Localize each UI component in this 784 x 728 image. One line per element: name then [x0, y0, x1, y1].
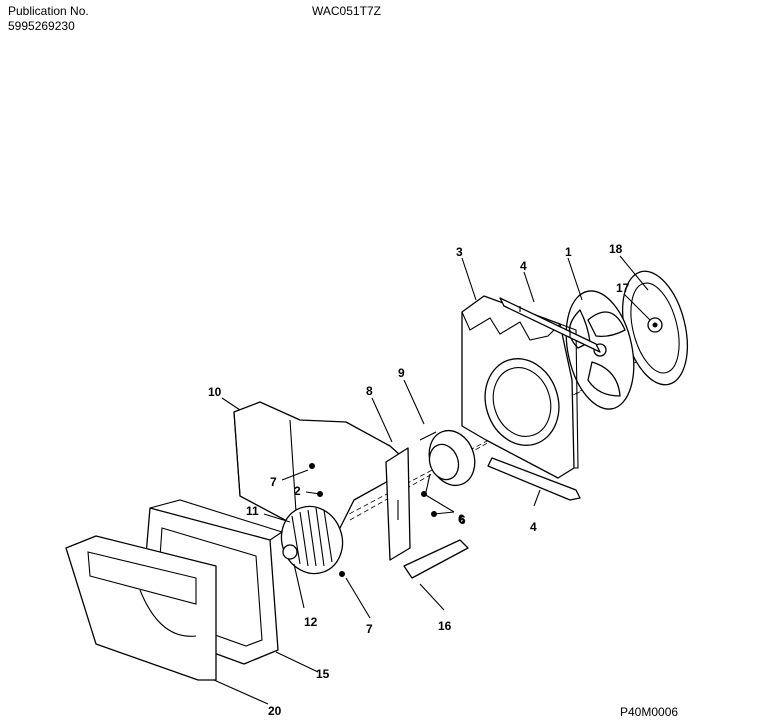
part-motor: [419, 429, 476, 493]
part-lower-bracket: [403, 539, 469, 579]
callout-12: 12: [304, 615, 318, 629]
callout-1: 1: [565, 245, 572, 259]
part-grille-panel: [65, 535, 217, 681]
model-number: WAC051T7Z: [312, 4, 381, 18]
callout-9: 9: [398, 366, 405, 380]
part-top-bracket: [499, 297, 601, 353]
callout-2: 2: [294, 484, 301, 498]
publication-number: 5995269230: [8, 19, 75, 33]
part-motor-mount: [385, 447, 411, 561]
callout-15: 15: [316, 667, 330, 681]
callout-20: 20: [268, 704, 282, 718]
figure-code: P40M0006: [620, 705, 678, 719]
publication-label: Publication No.: [8, 4, 89, 18]
callout-3: 3: [456, 245, 463, 259]
callout-7-upper: 7: [270, 475, 277, 489]
callout-8: 8: [366, 384, 373, 398]
callout-11: 11: [246, 504, 259, 518]
callout-6-upper: 6: [458, 512, 465, 526]
callout-16: 16: [438, 619, 452, 633]
leader-lines: [213, 255, 651, 705]
part-hub: [282, 544, 298, 560]
part-bottom-bracket: [487, 457, 581, 501]
callout-18: 18: [609, 242, 623, 256]
callout-17: 17: [616, 281, 630, 295]
part-nut: [647, 317, 663, 333]
part-shroud: [461, 295, 579, 479]
callout-4-top: 4: [520, 259, 527, 273]
callout-7-lower: 7: [366, 622, 373, 636]
callout-4-bottom: 4: [530, 520, 537, 534]
callout-10: 10: [208, 385, 222, 399]
callout-6-lower: 6: [459, 513, 466, 527]
